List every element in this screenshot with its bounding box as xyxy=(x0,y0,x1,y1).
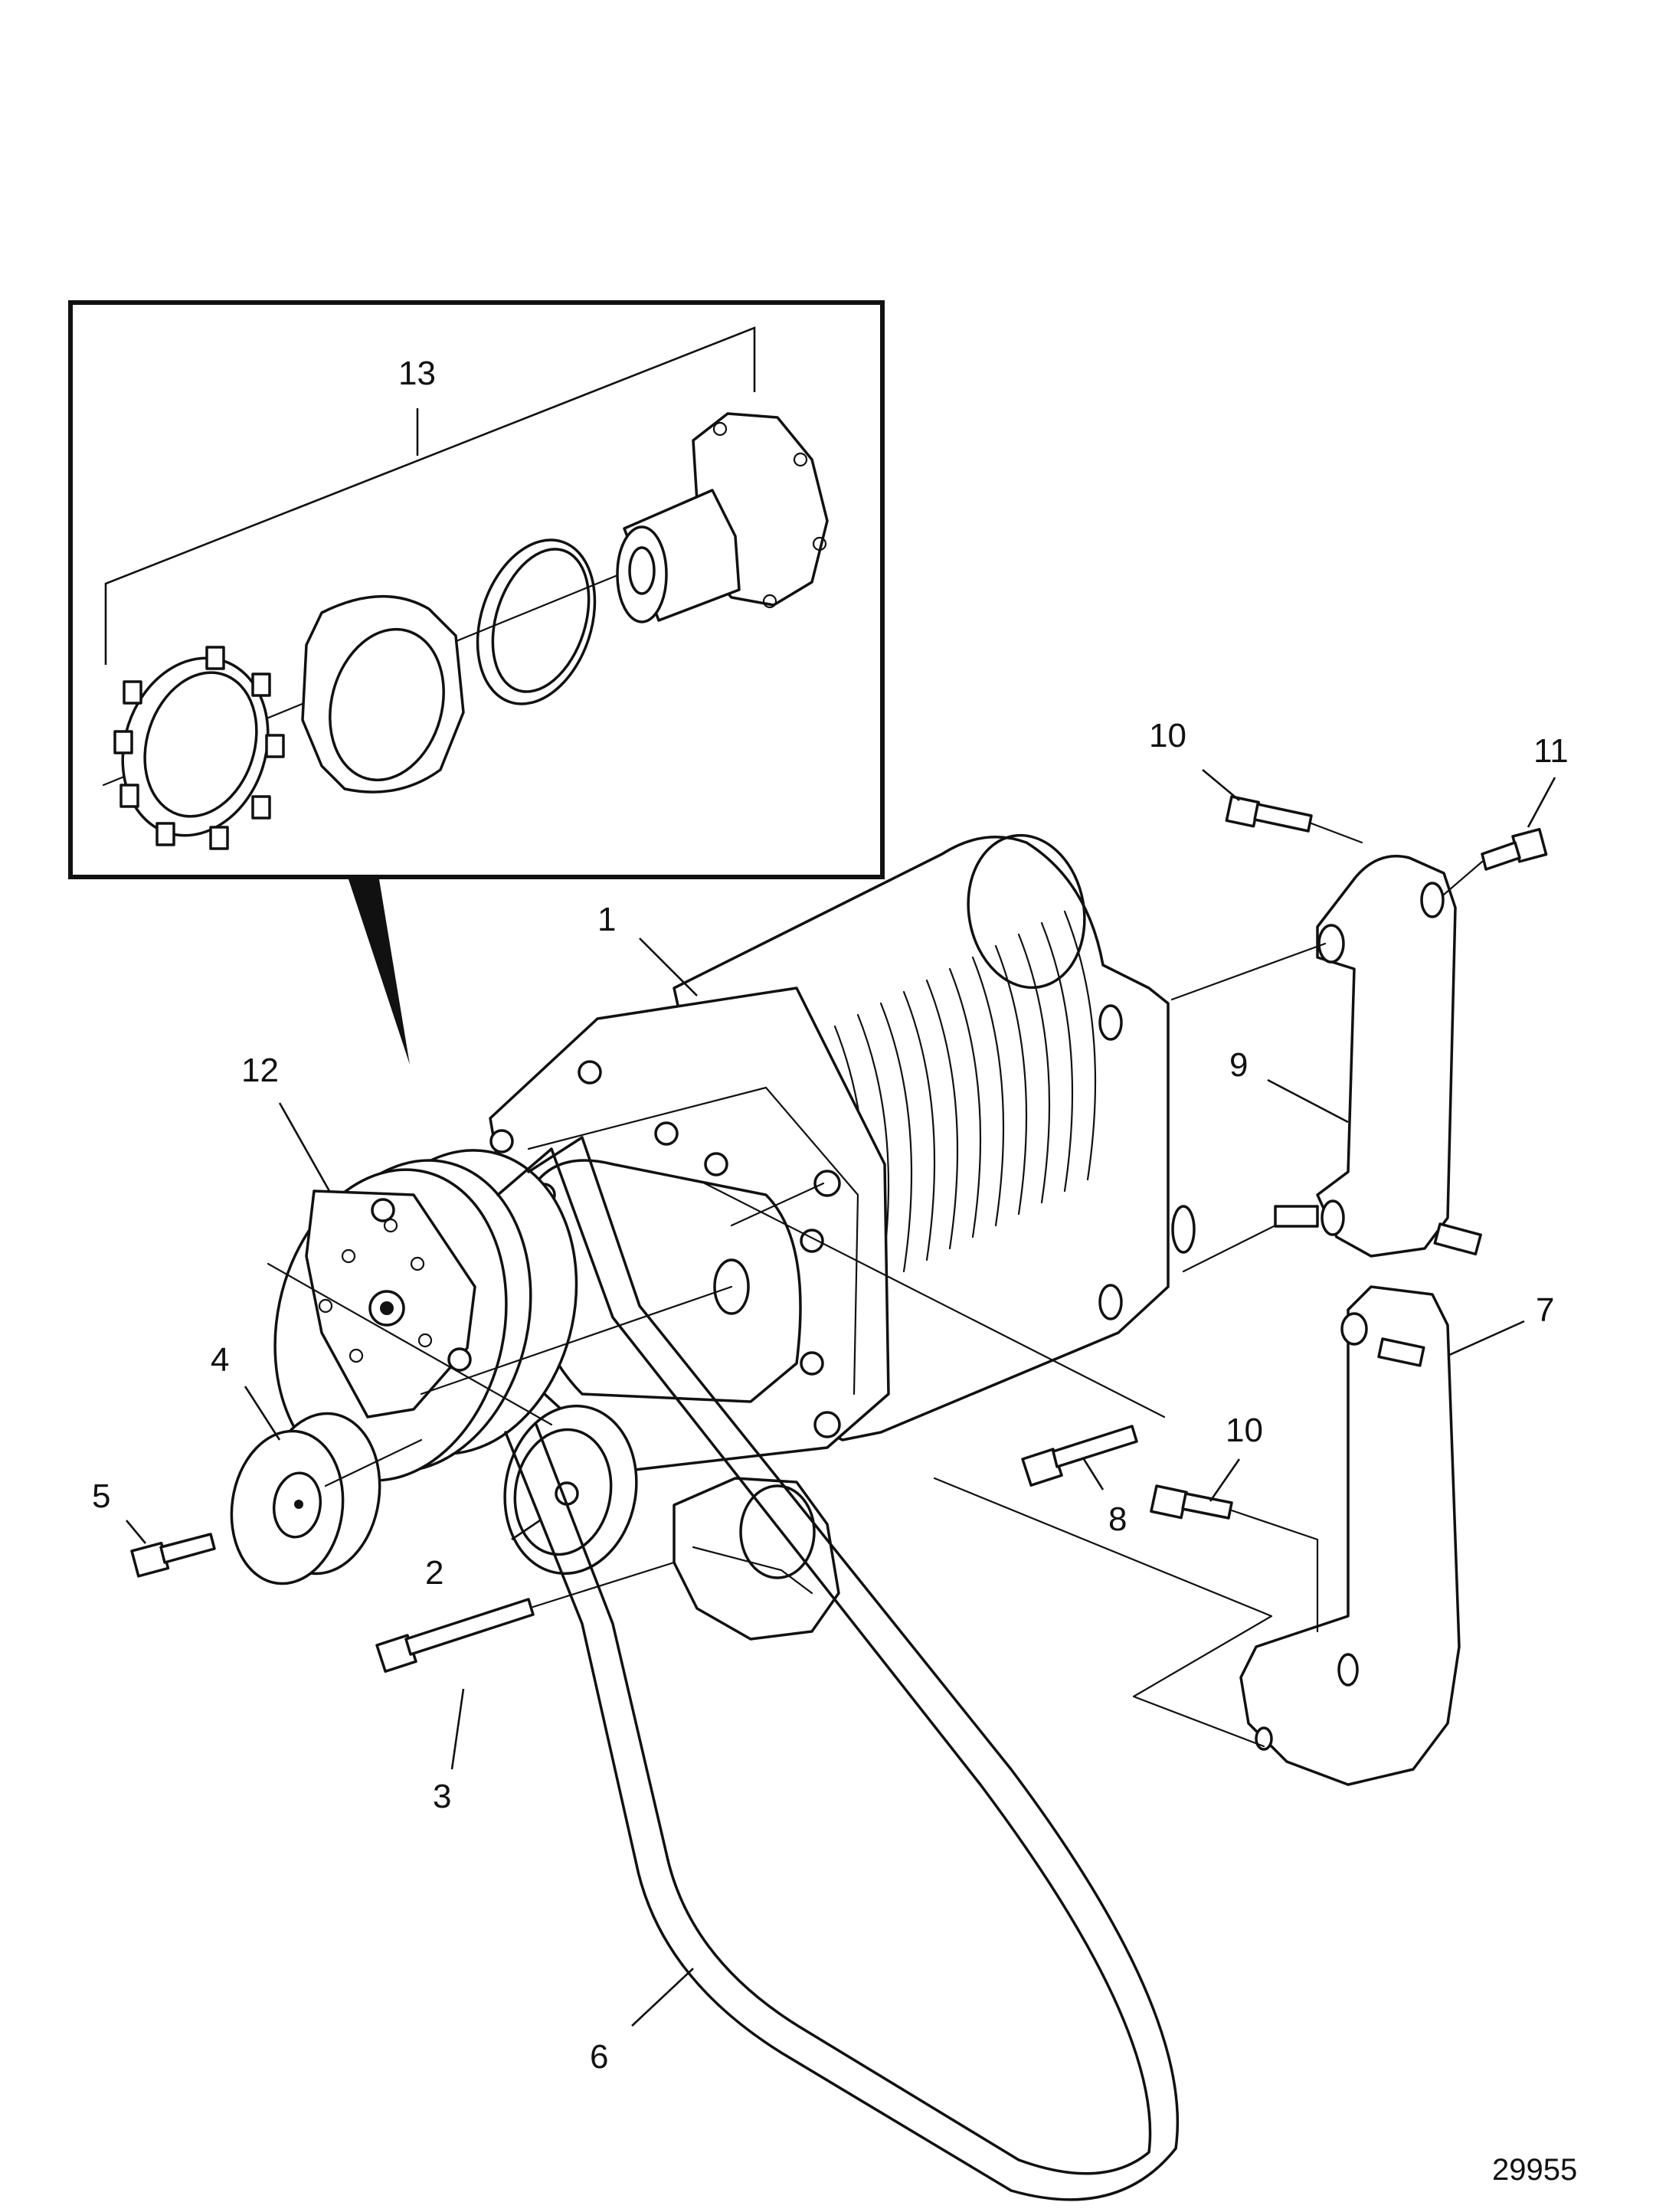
callout-leaders xyxy=(126,769,1556,2027)
detail-inset: 13 xyxy=(68,300,885,1065)
lock-washer xyxy=(113,646,285,850)
drive-belt xyxy=(496,1136,1180,2201)
callout-13-bracket xyxy=(104,326,756,665)
assembly-guide-lines xyxy=(267,1182,1273,1748)
callout-3: 3 xyxy=(433,1778,451,1815)
callout-10-upper: 10 xyxy=(1149,717,1186,754)
callout-13: 13 xyxy=(398,355,436,392)
snap-ring xyxy=(476,538,597,705)
bolt-10-lower xyxy=(1150,1484,1319,1633)
figure-number: 29955 xyxy=(1492,2153,1577,2187)
support-bracket xyxy=(1170,855,1482,1273)
bolt-5 xyxy=(130,1533,216,1578)
bolt-3 xyxy=(375,1561,676,1673)
callout-2: 2 xyxy=(425,1554,443,1592)
bolt-10-upper xyxy=(1225,795,1363,844)
callout-9: 9 xyxy=(1229,1046,1248,1084)
drive-pulley xyxy=(273,1149,578,1482)
callout-8: 8 xyxy=(1108,1500,1127,1538)
flanged-hub xyxy=(616,412,829,623)
idler-pulley xyxy=(230,1412,381,1585)
supercharger-body xyxy=(489,833,1196,1472)
callout-5: 5 xyxy=(92,1477,110,1515)
callout-12: 12 xyxy=(241,1052,279,1089)
callout-10-lower: 10 xyxy=(1226,1412,1263,1449)
bolt-8 xyxy=(1021,1425,1138,1487)
bolt-11 xyxy=(1442,827,1548,896)
callout-1: 1 xyxy=(597,901,616,938)
tensioner-arm xyxy=(673,1477,840,1641)
callout-11: 11 xyxy=(1533,732,1569,770)
inset-pointer xyxy=(349,879,410,1065)
callout-7: 7 xyxy=(1536,1291,1554,1329)
callout-6: 6 xyxy=(590,2038,608,2076)
lower-bracket xyxy=(1239,1285,1461,1786)
thrust-washer xyxy=(301,594,465,794)
callout-4: 4 xyxy=(211,1341,229,1379)
